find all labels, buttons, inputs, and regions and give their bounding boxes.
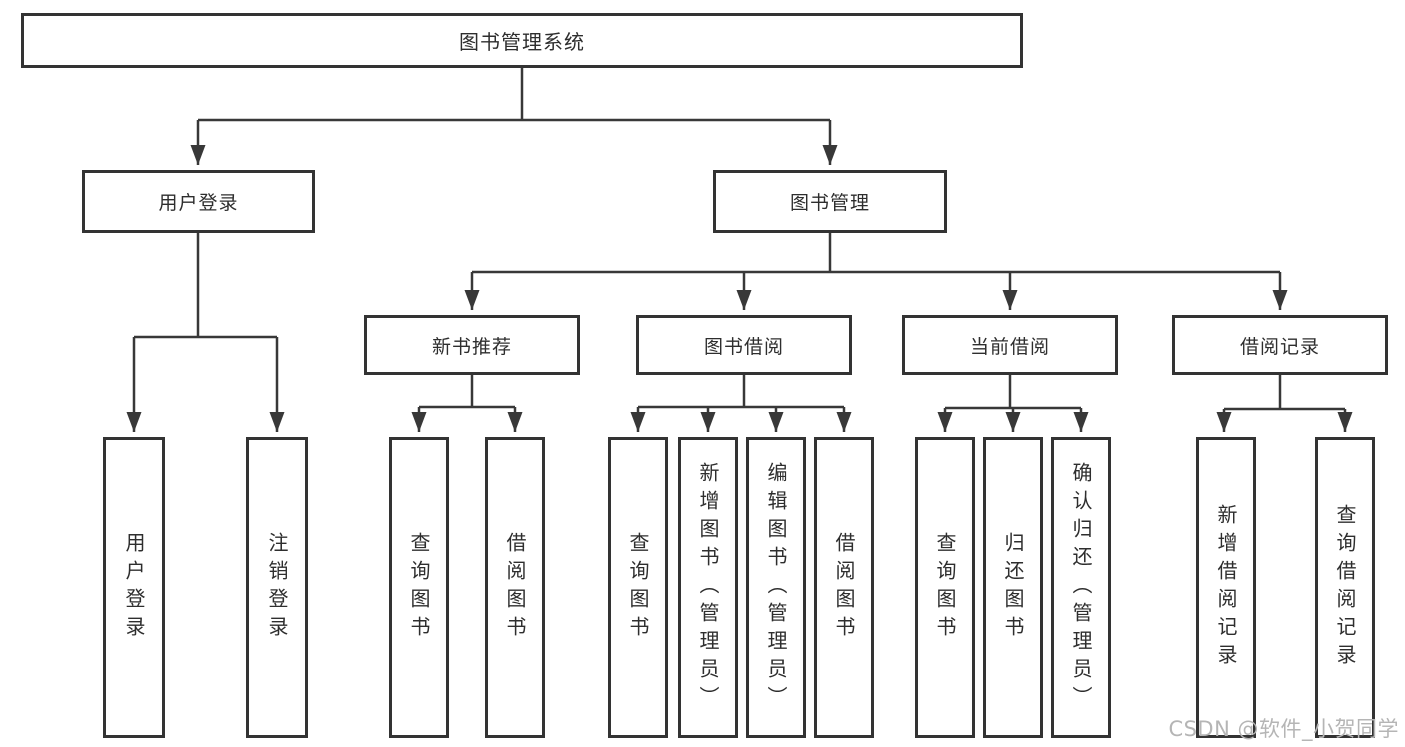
node-user-login: 用户登录 <box>82 170 315 233</box>
node-leaf-borrow-book: 借阅图书 <box>814 437 874 738</box>
node-leaf-query-book-borrow: 查询图书 <box>608 437 668 738</box>
node-current-borrow: 当前借阅 <box>902 315 1118 375</box>
node-leaf-query-borrow-record: 查询借阅记录 <box>1315 437 1375 738</box>
node-leaf-confirm-return-admin: 确认归还（管理员） <box>1051 437 1111 738</box>
node-leaf-borrow-book-recommend: 借阅图书 <box>485 437 545 738</box>
node-leaf-user-login: 用户登录 <box>103 437 165 738</box>
node-leaf-edit-book-admin: 编辑图书（管理员） <box>746 437 806 738</box>
node-book-borrow: 图书借阅 <box>636 315 852 375</box>
node-leaf-query-book-recommend: 查询图书 <box>389 437 449 738</box>
node-book-management-system: 图书管理系统 <box>21 13 1023 68</box>
connector-group <box>126 68 1353 432</box>
node-leaf-query-book-current: 查询图书 <box>915 437 975 738</box>
node-leaf-return-book: 归还图书 <box>983 437 1043 738</box>
node-leaf-add-book-admin: 新增图书（管理员） <box>678 437 738 738</box>
node-leaf-add-borrow-record: 新增借阅记录 <box>1196 437 1256 738</box>
node-new-book-recommend: 新书推荐 <box>364 315 580 375</box>
node-leaf-logout: 注销登录 <box>246 437 308 738</box>
node-borrow-records: 借阅记录 <box>1172 315 1388 375</box>
csdn-watermark: CSDN @软件_小贺同学 <box>1168 717 1399 741</box>
node-book-management: 图书管理 <box>713 170 947 233</box>
